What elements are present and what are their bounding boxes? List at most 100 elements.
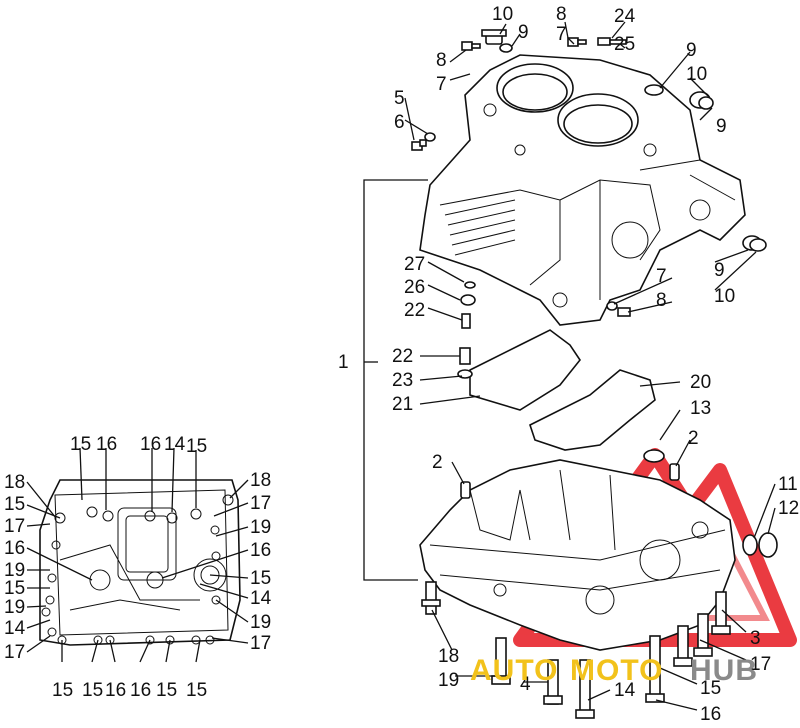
callout: 19 (250, 517, 271, 538)
callout: 17 (4, 516, 25, 537)
callout: 15 (82, 680, 103, 701)
bolt-icon (461, 313, 471, 329)
callout: 10 (686, 64, 707, 85)
callout: 16 (4, 538, 25, 559)
case-bolts (421, 581, 731, 719)
seal-icon (742, 534, 758, 556)
plug-icon (689, 91, 714, 110)
callout: 16 (140, 434, 161, 455)
bolt-icon (411, 139, 427, 151)
callout: 14 (250, 588, 272, 609)
crankcase-bottom-view (39, 479, 241, 646)
callout: 9 (716, 116, 727, 137)
callout: 16 (105, 680, 126, 701)
callout: 16 (250, 540, 271, 561)
bolt-icon (575, 659, 595, 719)
seal-icon (643, 449, 665, 463)
bolt-icon (673, 625, 693, 667)
callout: 14 (164, 434, 186, 455)
plug-icon (742, 235, 767, 252)
callout: 15 (186, 680, 207, 701)
callout: 17 (250, 633, 271, 654)
plug-icon (758, 532, 778, 558)
callout: 4 (520, 674, 531, 695)
callout: 9 (714, 260, 725, 281)
callout: 15 (70, 434, 91, 455)
callout: 15 (186, 436, 207, 457)
callout: 15 (52, 680, 73, 701)
callout: 15 (700, 678, 721, 699)
bolt-heads (41, 494, 234, 645)
seal-icon (644, 84, 664, 96)
callout: 2 (688, 428, 699, 449)
bolt-icon (491, 637, 511, 685)
bolt-icon (457, 347, 473, 379)
bolt-icon (461, 41, 481, 51)
callout: 19 (438, 670, 459, 691)
bolt-icon (711, 591, 731, 635)
callout: 10 (492, 4, 513, 25)
lower-crankcase (419, 449, 778, 651)
callout: 18 (438, 646, 459, 667)
callout: 8 (656, 290, 667, 311)
callout: 22 (392, 346, 413, 367)
callout: 23 (392, 370, 413, 391)
callout: 20 (690, 372, 711, 393)
callout: 16 (96, 434, 117, 455)
callout: 2 (432, 452, 443, 473)
washer-icon (424, 132, 436, 142)
bolt-icon (421, 581, 441, 615)
oil-baffle-plates (457, 329, 656, 451)
callout: 7 (656, 266, 667, 287)
callout: 18 (250, 470, 271, 491)
callout: 7 (556, 24, 567, 45)
callout: 12 (778, 498, 799, 519)
callout-labels: 10 9 8 7 24 25 8 7 9 10 9 5 6 1 27 26 22… (4, 4, 799, 725)
callout: 15 (4, 578, 25, 599)
callout: 16 (700, 704, 721, 725)
callout: 19 (250, 612, 271, 633)
callout: 17 (250, 493, 271, 514)
dowel-pin-icon (460, 481, 471, 499)
callout: 17 (750, 654, 771, 675)
callout: 18 (4, 472, 25, 493)
washer-icon (464, 281, 476, 289)
assembly-bracket (363, 179, 428, 581)
callout: 8 (556, 4, 567, 25)
watermark-part3: HUB (690, 654, 758, 687)
callout: 26 (404, 277, 425, 298)
leader-lines (26, 21, 776, 711)
callout: 27 (404, 254, 425, 275)
upper-crankcase (419, 54, 746, 326)
callout: 19 (4, 560, 25, 581)
bolt-icon (693, 613, 713, 657)
callout: 7 (436, 74, 447, 95)
callout: 21 (392, 394, 413, 415)
watermark-part2: MOTO (570, 654, 663, 687)
callout: 17 (4, 642, 25, 663)
callout: 8 (436, 50, 447, 71)
callout: 6 (394, 112, 405, 133)
callout: 14 (4, 618, 26, 639)
callout: 10 (714, 286, 735, 307)
callout: 13 (690, 398, 711, 419)
callout: 5 (394, 88, 405, 109)
callout: 22 (404, 300, 425, 321)
plug-icon (481, 29, 507, 45)
callout: 25 (614, 34, 635, 55)
callout: 3 (750, 628, 761, 649)
bolt-icon (567, 37, 587, 47)
watermark-part1: AUTO (470, 654, 558, 687)
callout: 15 (156, 680, 177, 701)
callout: 1 (338, 352, 349, 373)
watermark-text: AUTO MOTO HUB (470, 654, 758, 687)
seal-icon (460, 294, 476, 306)
callout: 14 (614, 680, 636, 701)
bolt-icon (597, 37, 627, 46)
washer-icon (499, 43, 513, 53)
callout: 15 (250, 568, 271, 589)
callout: 24 (614, 6, 636, 27)
callout: 9 (686, 40, 697, 61)
callout: 9 (518, 22, 529, 43)
